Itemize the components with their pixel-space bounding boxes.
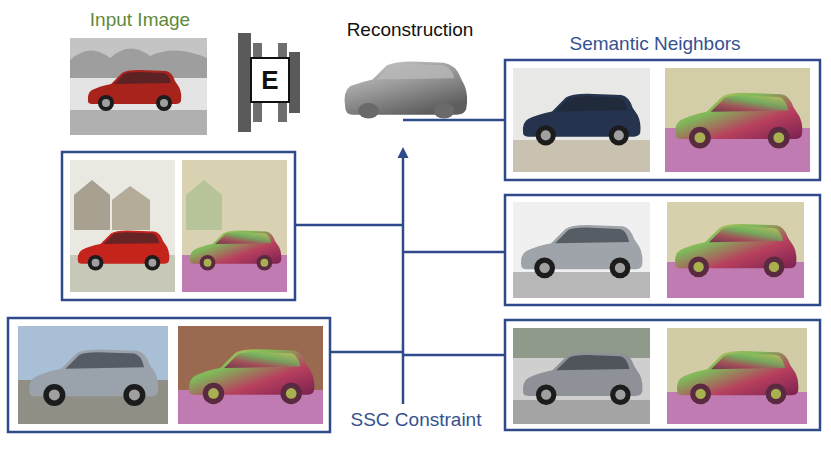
encoder-block [238, 33, 300, 132]
output-title: Reconstruction [347, 19, 474, 41]
constraint-wiring [330, 351, 403, 354]
input-title: Input Image [90, 9, 190, 31]
neighbor-panel [182, 160, 287, 292]
constraint-label: SSC Constraint [351, 409, 482, 431]
neighbor-panel [667, 202, 804, 298]
group-title: Semantic Neighbors [569, 33, 740, 55]
neighbor-panel [8, 318, 330, 432]
input-photo [70, 110, 207, 135]
neighbor-panel [675, 224, 796, 277]
neighbor-panel [112, 186, 150, 230]
neighbor-panel [505, 195, 820, 305]
constraint-wiring [403, 119, 505, 122]
neighbor-panel [8, 318, 330, 432]
neighbor-panel [189, 349, 314, 404]
encoder-block [289, 52, 300, 113]
neighbor-panel [62, 152, 295, 300]
input-photo [70, 38, 207, 135]
constraint-wiring [295, 224, 403, 227]
neighbor-panel [190, 230, 282, 270]
neighbor-panel [62, 152, 295, 300]
input-photo [70, 38, 207, 135]
neighbor-panel [513, 140, 650, 172]
neighbor-panel [677, 351, 798, 404]
neighbor-panel [521, 225, 642, 278]
neighbor-panel [505, 60, 820, 180]
neighbor-panel [29, 349, 158, 406]
neighbor-panel [505, 320, 820, 430]
neighbor-panel [523, 94, 641, 146]
neighbor-panel [513, 272, 650, 298]
neighbor-panel [513, 400, 650, 424]
constraint-wiring [403, 354, 505, 357]
neighbor-panel [523, 352, 643, 404]
constraint-wiring [403, 251, 505, 254]
neighbor-panel [667, 328, 807, 424]
neighbor-panel [675, 93, 802, 149]
constraint-wiring [295, 120, 505, 404]
reconstruction-mesh [345, 61, 468, 118]
neighbor-panel [78, 230, 170, 270]
neighbor-panel [513, 202, 650, 298]
neighbor-panel [513, 328, 650, 424]
neighbor-panel [665, 68, 810, 172]
neighbor-panel [178, 326, 323, 424]
arrow-head [398, 147, 409, 158]
input-photo [88, 70, 181, 111]
neighbor-panel [18, 326, 168, 424]
neighbor-panel [505, 60, 820, 180]
neighbor-panel [186, 180, 222, 230]
neighbor-panel [74, 180, 110, 230]
neighbor-panel [70, 160, 175, 292]
neighbor-panel [505, 195, 820, 305]
neighbor-panel [667, 392, 807, 424]
encoder-label: E [261, 67, 278, 93]
neighbor-panel [513, 68, 650, 172]
encoder-box: E [250, 57, 290, 103]
neighbor-panel [505, 320, 820, 430]
reconstruction-mesh [345, 61, 468, 118]
constraint-wiring [402, 156, 405, 404]
